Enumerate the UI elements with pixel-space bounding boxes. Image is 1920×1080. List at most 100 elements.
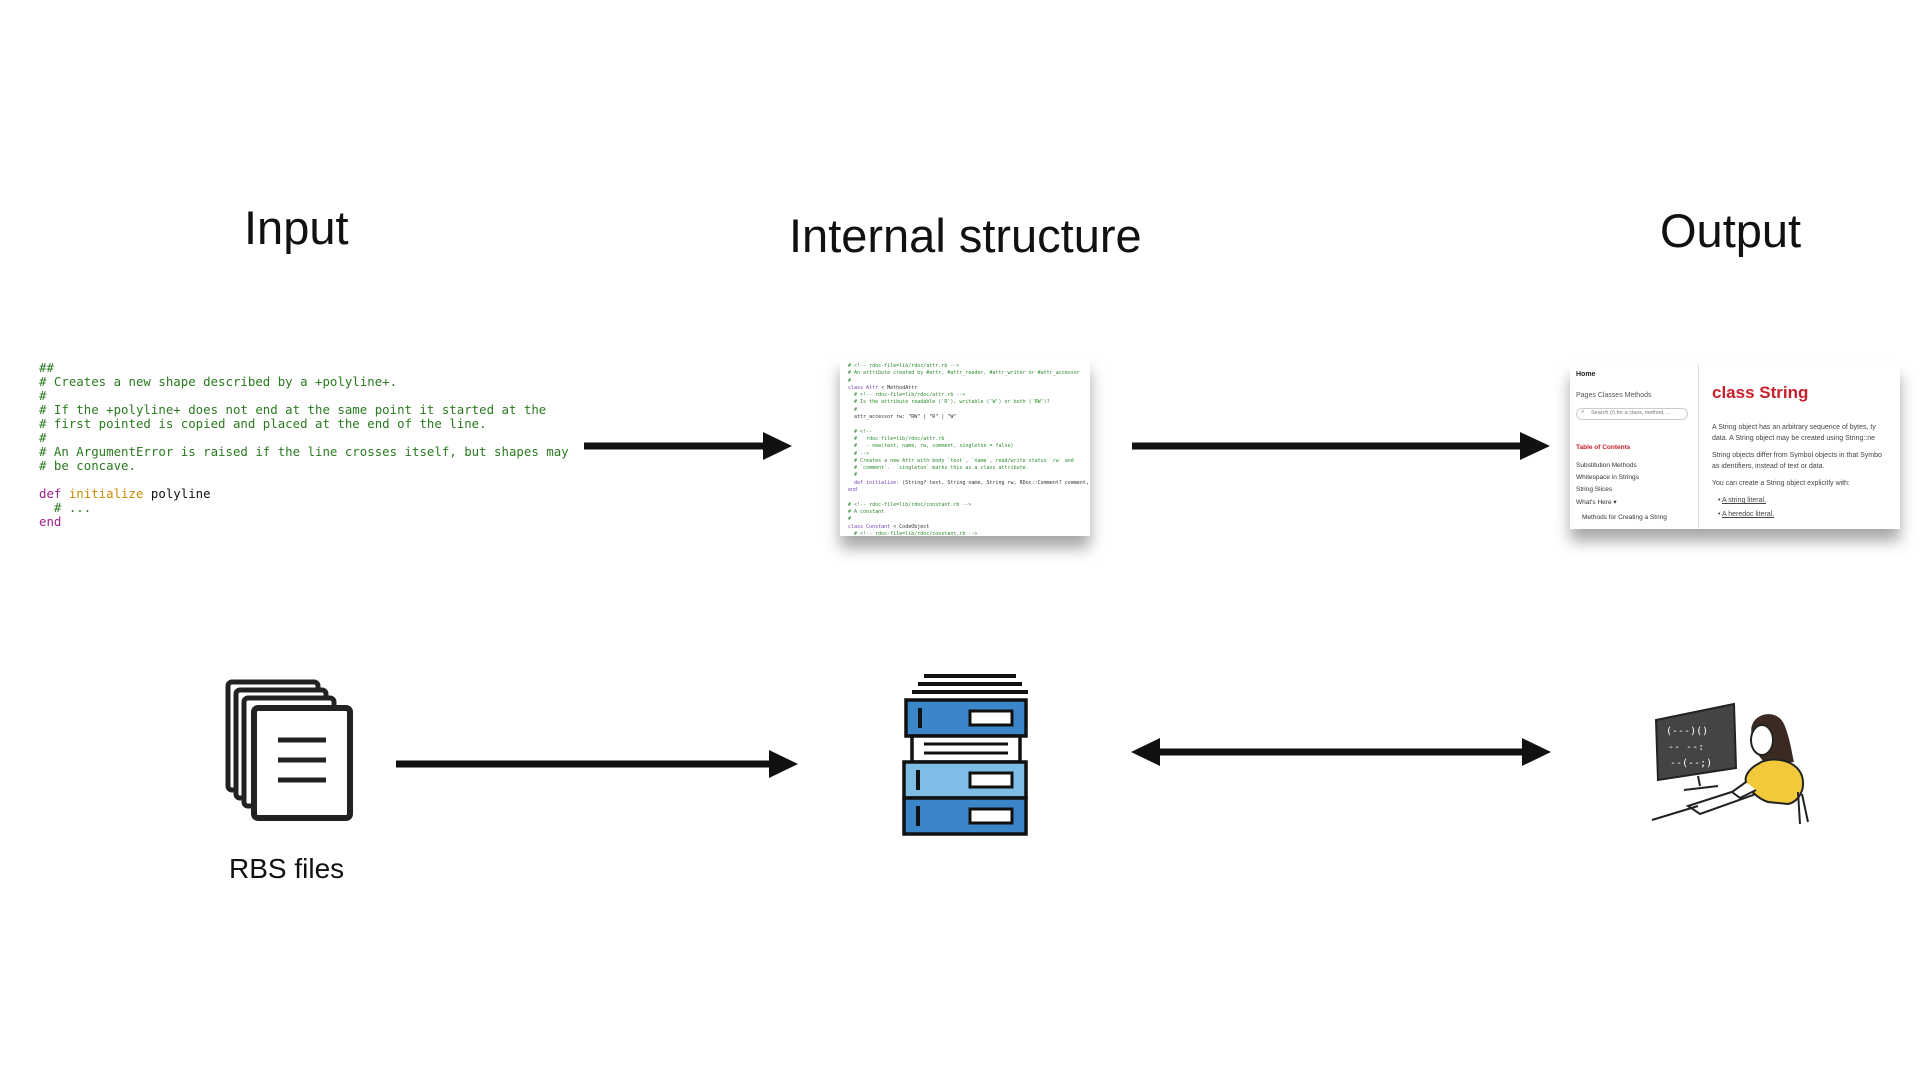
code-token: # Creates a new shape described by a +po… <box>39 374 398 389</box>
svg-text:-- --:: -- --: <box>1668 742 1704 753</box>
doc-toc-item[interactable]: What's Here ▾ <box>1576 499 1617 506</box>
code-token: # <box>39 388 47 403</box>
doc-nav-links[interactable]: Pages Classes Methods <box>1576 392 1652 399</box>
code-line: # `comment`. `singleton` marks this as a… <box>848 465 1029 471</box>
doc-toc-title: Table of Contents <box>1576 444 1631 451</box>
code-line: # <!-- <box>848 429 872 435</box>
code-token: # first pointed is copied and placed at … <box>39 416 487 431</box>
code-token: # be concave. <box>39 458 136 473</box>
arrow-head <box>763 432 792 460</box>
doc-paragraph: You can create a String object explicitl… <box>1712 480 1850 487</box>
code-token: # An ArgumentError is raised if the line… <box>39 444 569 459</box>
heading-internal-structure: Internal structure <box>789 209 1142 262</box>
code-line: attr_accessor rw: "RW" | "R" | "W" <box>848 414 956 420</box>
person-at-computer-icon: (---)() -- --: --(--;) <box>1651 702 1809 825</box>
code-token: # rdoc-file=lib/rdoc/attr.rb <box>848 435 945 442</box>
code-token: # <!-- <box>848 428 873 435</box>
code-token: # ... <box>39 500 92 515</box>
code-token: initialize <box>68 486 144 501</box>
code-line: # <!-- rdoc-file=lib/rdoc/constant.rb --… <box>848 531 977 536</box>
code-line: # An attribute created by #attr, #attr_r… <box>848 370 1080 376</box>
doc-bullet[interactable]: • A string literal. <box>1718 497 1766 504</box>
code-line: # <box>848 407 857 413</box>
code-line: # If the +polyline+ does not end at the … <box>39 402 546 417</box>
code-token: < MethodAttr <box>881 384 918 391</box>
code-line: # An ArgumentError is raised if the line… <box>39 444 569 459</box>
code-token: class Attr <box>848 384 882 391</box>
heading-output: Output <box>1660 204 1802 257</box>
code-line: # <box>848 472 857 478</box>
heading-input: Input <box>244 201 349 254</box>
code-token: ## <box>39 360 54 375</box>
arrow-head-left <box>1131 738 1160 766</box>
code-line: # A constant <box>848 509 884 515</box>
code-line: # <!-- rdoc-file=lib/rdoc/constant.rb --… <box>848 502 971 508</box>
doc-bullet-link[interactable]: A heredoc literal. <box>1722 511 1775 518</box>
code-token: class Constant <box>848 523 894 530</box>
arrow-head-right <box>1522 738 1551 766</box>
code-line: end <box>39 514 61 529</box>
doc-bullet[interactable]: • A heredoc literal. <box>1718 511 1775 518</box>
doc-toc-item[interactable]: Methods for Creating a String <box>1582 514 1667 521</box>
arrow-head <box>1520 432 1550 460</box>
code-token: # <!-- rdoc-file=lib/rdoc/attr.rb --> <box>848 392 966 399</box>
doc-paragraph: as identifiers, instead of text or data. <box>1712 463 1825 470</box>
code-line: class Constant < CodeObject <box>848 524 929 530</box>
code-token: # - new(text, name, rw, comment, singlet… <box>848 443 1014 450</box>
code-line: # be concave. <box>39 458 136 473</box>
code-token: end <box>848 487 858 494</box>
doc-toc-item[interactable]: String Slices <box>1576 486 1613 493</box>
doc-class-title: class String <box>1712 383 1809 402</box>
rbs-code-preview: # <!-- rdoc-file=lib/rdoc/attr.rb --> # … <box>840 358 1090 536</box>
code-line: # <!-- rdoc-file=lib/rdoc/attr.rb --> <box>848 392 965 398</box>
documents-stack-icon <box>225 679 353 821</box>
code-line: # Creates a new Attr with body `text`, `… <box>848 458 1074 464</box>
code-token: polyline <box>143 486 211 501</box>
code-line: ## <box>39 360 54 375</box>
input-code-block: ## # Creates a new shape described by a … <box>39 361 569 529</box>
code-token: # <box>39 430 47 445</box>
code-line: # Is the attribute readable ('R'), writa… <box>848 399 1050 405</box>
rbs-files-label: RBS files <box>229 853 345 884</box>
doc-paragraph: String objects differ from Symbol object… <box>1712 452 1882 459</box>
code-line: # <box>39 430 46 445</box>
doc-sidebar: Home Pages Classes Methods ⌕ Search (/) … <box>1570 364 1699 529</box>
code-token: < CodeObject <box>893 523 930 530</box>
doc-search-input[interactable]: ⌕ Search (/) for a class, method, ... <box>1576 408 1688 420</box>
code-token: # <!-- rdoc-file=lib/rdoc/attr.rb --> <box>848 363 960 369</box>
code-token: end <box>39 514 62 529</box>
code-token: (String? text, String name, String rw, R… <box>902 479 1090 486</box>
code-line: # rdoc-file=lib/rdoc/attr.rb <box>848 436 944 442</box>
code-line: # - new(text, name, rw, comment, singlet… <box>848 443 1014 449</box>
internal-structure-screenshot: # <!-- rdoc-file=lib/rdoc/attr.rb --> # … <box>840 358 1090 536</box>
search-icon: ⌕ <box>1581 409 1585 415</box>
code-token: # <box>848 472 858 479</box>
code-line: # <box>39 388 46 403</box>
doc-toc-item[interactable]: Whitespace in Strings <box>1576 474 1639 481</box>
code-line: # first pointed is copied and placed at … <box>39 416 487 431</box>
code-token: # An attribute created by #attr, #attr_r… <box>848 370 1080 377</box>
code-line: # <!-- rdoc-file=lib/rdoc/attr.rb --> <box>848 363 959 369</box>
code-line: end <box>848 487 857 493</box>
svg-text:(---)(): (---)() <box>1666 726 1708 737</box>
code-line: # <box>848 516 851 522</box>
output-doc-screenshot: Home Pages Classes Methods ⌕ Search (/) … <box>1570 364 1900 529</box>
code-line: class Attr < MethodAttr <box>848 385 917 391</box>
doc-paragraph: data. A String object may be created usi… <box>1712 435 1876 442</box>
code-token: # A constant <box>848 508 885 515</box>
database-stack-icon <box>902 674 1028 836</box>
code-line: # Creates a new shape described by a +po… <box>39 374 397 389</box>
code-token: # <box>848 377 852 384</box>
doc-home-link[interactable]: Home <box>1576 371 1596 378</box>
code-token: # <!-- rdoc-file=lib/rdoc/constant.rb --… <box>848 530 978 536</box>
code-line: # ... <box>39 500 91 515</box>
doc-toc-item[interactable]: Substitution Methods <box>1576 462 1637 469</box>
code-token: # --> <box>848 450 870 457</box>
doc-search-placeholder: Search (/) for a class, method, ... <box>1591 410 1671 416</box>
code-token: # <box>848 516 852 523</box>
code-line: def initialize: (String? text, String na… <box>848 480 1090 486</box>
code-token: # <box>848 406 858 413</box>
doc-bullet-link[interactable]: A string literal. <box>1722 497 1766 504</box>
